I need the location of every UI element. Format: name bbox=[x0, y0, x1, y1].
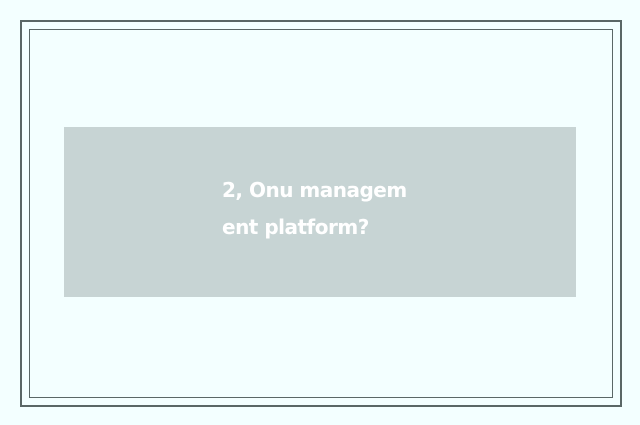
caption-line-2: ent platform? bbox=[222, 215, 369, 239]
placeholder-panel bbox=[64, 127, 576, 297]
inner-frame-border bbox=[29, 29, 613, 398]
placeholder-caption: 2, Onu managem ent platform? bbox=[222, 172, 432, 246]
caption-line-1: 2, Onu managem bbox=[222, 178, 407, 202]
outer-frame-border bbox=[20, 20, 622, 407]
